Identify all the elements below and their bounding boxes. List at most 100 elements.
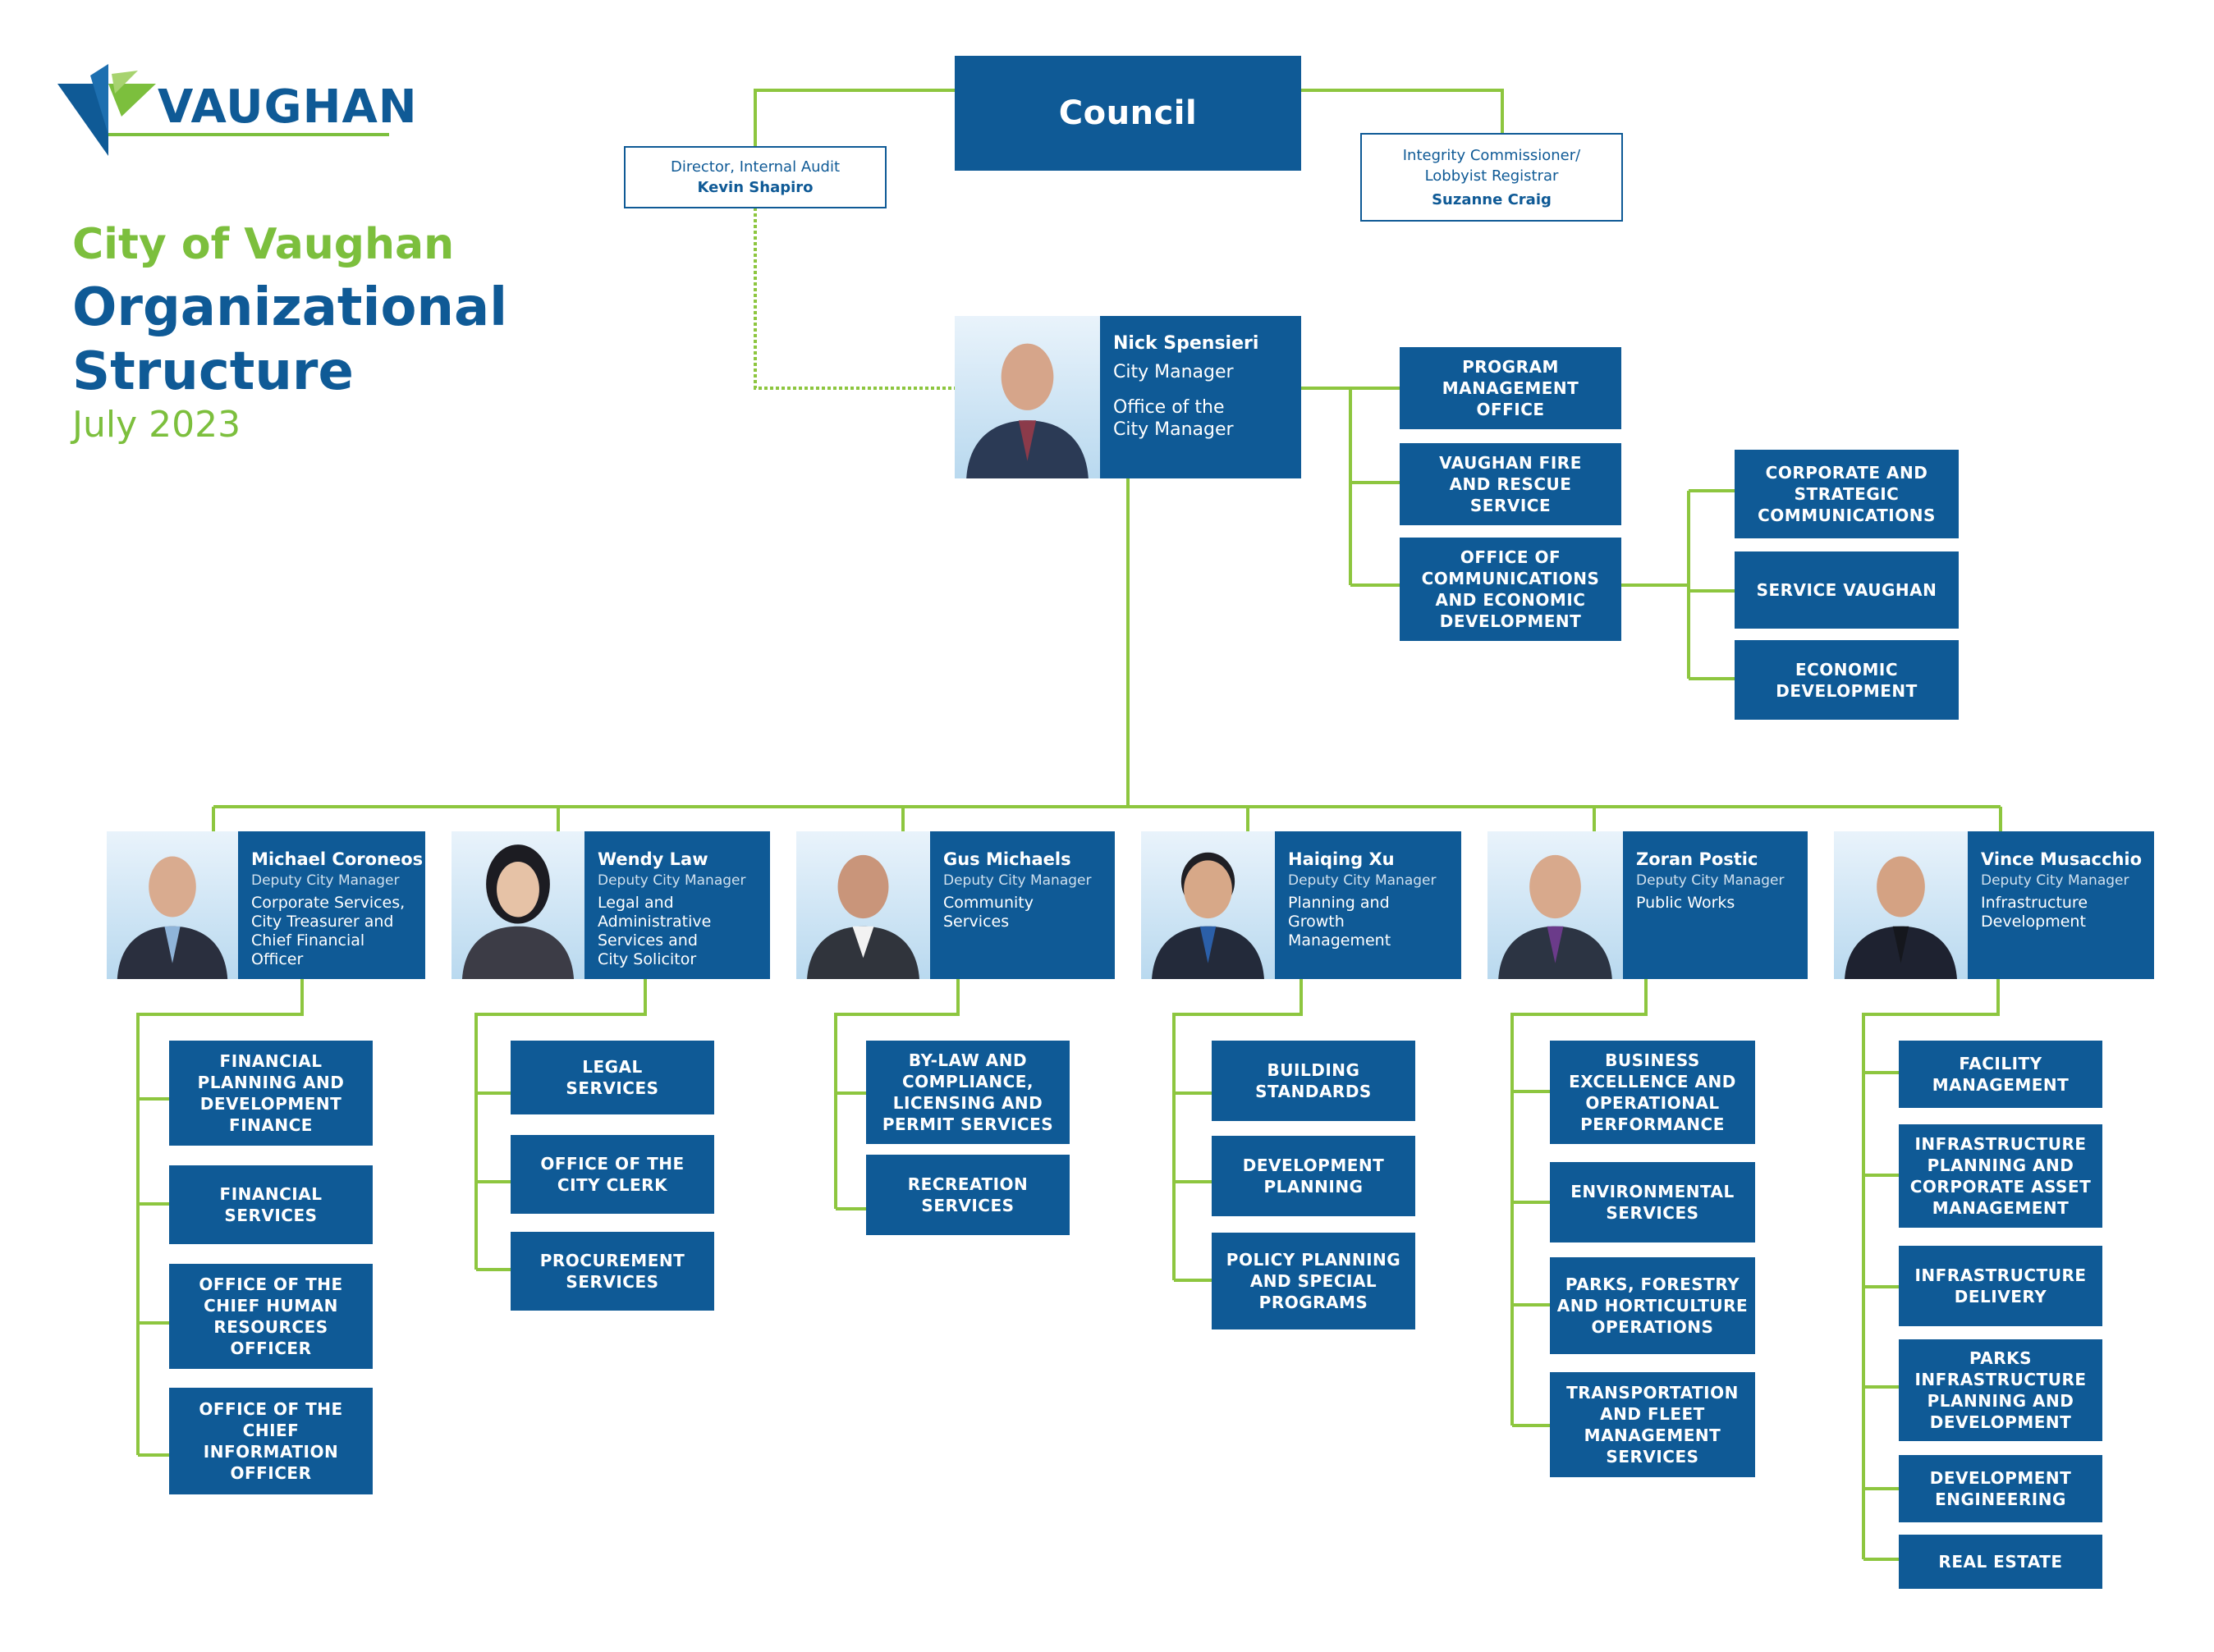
unit-label: PARKS INFRASTRUCTURE PLANNING AND DEVELO… <box>1914 1348 2087 1432</box>
deputy-card-musacchio: Vince Musacchio Deputy City Manager Infr… <box>1834 831 2154 979</box>
environmental-services-box: ENVIRONMENTAL SERVICES <box>1550 1162 1755 1242</box>
business-excellence-box: BUSINESS EXCELLENCE AND OPERATIONAL PERF… <box>1550 1041 1755 1144</box>
deputy-role: Deputy City Manager <box>1981 872 2129 889</box>
person-photo-icon <box>807 854 919 979</box>
unit-label: FACILITY MANAGEMENT <box>1932 1054 2070 1095</box>
city-manager-name: Nick Spensieri <box>1113 333 1259 354</box>
comms-unit-label: SERVICE VAUGHAN <box>1756 580 1937 600</box>
legal-services-box: LEGAL SERVICES <box>511 1041 714 1114</box>
communications-economic-dev-box: OFFICE OF COMMUNICATIONS AND ECONOMIC DE… <box>1400 538 1621 641</box>
infrastructure-delivery-box: INFRASTRUCTURE DELIVERY <box>1899 1246 2102 1326</box>
deputy-portfolio: Planning and Growth Management <box>1288 894 1391 950</box>
chief-hr-office-box: OFFICE OF THE CHIEF HUMAN RESOURCES OFFI… <box>169 1264 373 1369</box>
logo-wordmark: VAUGHAN <box>158 80 418 134</box>
recreation-services-box: RECREATION SERVICES <box>866 1155 1070 1235</box>
city-manager-office: Office of the City Manager <box>1113 397 1234 440</box>
cm-unit-label: PROGRAM MANAGEMENT OFFICE <box>1442 357 1579 419</box>
deputy-photo <box>1487 831 1623 979</box>
service-vaughan-box: SERVICE VAUGHAN <box>1735 551 1959 629</box>
fire-rescue-box: VAUGHAN FIRE AND RESCUE SERVICE <box>1400 443 1621 525</box>
deputy-portfolio: Infrastructure Development <box>1981 894 2088 931</box>
deputy-card-michaels: Gus Michaels Deputy City Manager Communi… <box>796 831 1115 979</box>
unit-label: ENVIRONMENTAL SERVICES <box>1570 1182 1735 1223</box>
deputy-photo <box>796 831 930 979</box>
person-photo-icon <box>117 856 228 979</box>
deputy-role: Deputy City Manager <box>251 872 400 889</box>
program-management-office-box: PROGRAM MANAGEMENT OFFICE <box>1400 347 1621 429</box>
unit-label: BY-LAW AND COMPLIANCE, LICENSING AND PER… <box>882 1050 1054 1134</box>
infrastructure-planning-box: INFRASTRUCTURE PLANNING AND CORPORATE AS… <box>1899 1124 2102 1228</box>
financial-services-box: FINANCIAL SERVICES <box>169 1165 373 1244</box>
vaughan-logo-icon <box>57 64 389 156</box>
parks-infrastructure-box: PARKS INFRASTRUCTURE PLANNING AND DEVELO… <box>1899 1339 2102 1441</box>
bylaw-compliance-box: BY-LAW AND COMPLIANCE, LICENSING AND PER… <box>866 1041 1070 1144</box>
unit-label: BUSINESS EXCELLENCE AND OPERATIONAL PERF… <box>1569 1050 1736 1134</box>
development-engineering-box: DEVELOPMENT ENGINEERING <box>1899 1455 2102 1522</box>
unit-label: OFFICE OF THE CITY CLERK <box>540 1154 685 1195</box>
deputy-card-law: Wendy Law Deputy City Manager Legal and … <box>452 831 770 979</box>
unit-label: LEGAL SERVICES <box>566 1057 659 1098</box>
deputy-role: Deputy City Manager <box>1288 872 1437 889</box>
integrity-role: Integrity Commissioner/ Lobbyist Registr… <box>1402 146 1581 185</box>
financial-planning-box: FINANCIAL PLANNING AND DEVELOPMENT FINAN… <box>169 1041 373 1146</box>
deputy-portfolio: Public Works <box>1636 894 1735 912</box>
corporate-strategic-comms-box: CORPORATE AND STRATEGIC COMMUNICATIONS <box>1735 450 1959 538</box>
deputy-role: Deputy City Manager <box>598 872 746 889</box>
deputy-portfolio: Legal and Administrative Services and Ci… <box>598 894 712 968</box>
policy-planning-box: POLICY PLANNING AND SPECIAL PROGRAMS <box>1212 1233 1415 1329</box>
person-photo-icon <box>966 343 1089 478</box>
comms-unit-label: ECONOMIC DEVELOPMENT <box>1776 659 1918 701</box>
person-photo-icon <box>1498 854 1612 979</box>
deputy-photo <box>1834 831 1968 979</box>
city-manager-card: Nick Spensieri City Manager Office of th… <box>955 316 1301 478</box>
person-photo-icon <box>1845 856 1957 979</box>
unit-label: POLICY PLANNING AND SPECIAL PROGRAMS <box>1226 1250 1401 1312</box>
facility-management-box: FACILITY MANAGEMENT <box>1899 1041 2102 1108</box>
chief-info-office-box: OFFICE OF THE CHIEF INFORMATION OFFICER <box>169 1388 373 1494</box>
deputy-card-xu: Haiqing Xu Deputy City Manager Planning … <box>1141 831 1461 979</box>
unit-label: DEVELOPMENT PLANNING <box>1242 1155 1385 1197</box>
unit-label: REAL ESTATE <box>1938 1552 2063 1572</box>
deputy-photo <box>107 831 238 979</box>
deputy-role: Deputy City Manager <box>1636 872 1785 889</box>
deputy-card-coroneos: Michael Coroneos Deputy City Manager Cor… <box>107 831 425 979</box>
transportation-fleet-box: TRANSPORTATION AND FLEET MANAGEMENT SERV… <box>1550 1372 1755 1477</box>
unit-label: INFRASTRUCTURE DELIVERY <box>1914 1265 2087 1306</box>
deputy-card-postic: Zoran Postic Deputy City Manager Public … <box>1487 831 1808 979</box>
deputy-name: Vince Musacchio <box>1981 849 2143 869</box>
council-box: Council <box>955 56 1301 171</box>
title-date: July 2023 <box>72 404 241 446</box>
deputy-portfolio: Corporate Services, City Treasurer and C… <box>251 894 406 968</box>
title-city: City of Vaughan <box>72 220 455 269</box>
unit-label: FINANCIAL PLANNING AND DEVELOPMENT FINAN… <box>197 1051 345 1135</box>
deputy-name: Gus Michaels <box>943 849 1071 869</box>
cm-unit-label: OFFICE OF COMMUNICATIONS AND ECONOMIC DE… <box>1421 547 1600 631</box>
unit-label: FINANCIAL SERVICES <box>219 1184 323 1225</box>
unit-label: OFFICE OF THE CHIEF INFORMATION OFFICER <box>199 1399 343 1483</box>
title-line-2: Structure <box>72 341 354 402</box>
unit-label: OFFICE OF THE CHIEF HUMAN RESOURCES OFFI… <box>199 1274 343 1358</box>
unit-label: RECREATION SERVICES <box>907 1174 1029 1215</box>
building-standards-box: BUILDING STANDARDS <box>1212 1041 1415 1121</box>
unit-label: INFRASTRUCTURE PLANNING AND CORPORATE AS… <box>1909 1134 2092 1218</box>
economic-development-box: ECONOMIC DEVELOPMENT <box>1735 640 1959 720</box>
title-line-1: Organizational <box>72 277 508 338</box>
cm-unit-label: VAUGHAN FIRE AND RESCUE SERVICE <box>1439 453 1582 515</box>
unit-label: PARKS, FORESTRY AND HORTICULTURE OPERATI… <box>1556 1274 1749 1337</box>
council-label: Council <box>1058 94 1198 132</box>
deputy-name: Haiqing Xu <box>1288 849 1395 869</box>
parks-forestry-box: PARKS, FORESTRY AND HORTICULTURE OPERATI… <box>1550 1257 1755 1354</box>
deputy-name: Wendy Law <box>598 849 708 869</box>
unit-label: DEVELOPMENT ENGINEERING <box>1929 1468 2072 1509</box>
procurement-services-box: PROCUREMENT SERVICES <box>511 1232 714 1311</box>
person-photo-icon <box>1152 852 1264 979</box>
deputy-photo <box>452 831 584 979</box>
unit-label: TRANSPORTATION AND FLEET MANAGEMENT SERV… <box>1566 1383 1739 1467</box>
internal-audit-box: Director, Internal Audit Kevin Shapiro <box>624 146 887 208</box>
unit-label: PROCUREMENT SERVICES <box>539 1251 685 1292</box>
integrity-name: Suzanne Craig <box>1432 190 1552 208</box>
city-clerk-box: OFFICE OF THE CITY CLERK <box>511 1135 714 1214</box>
internal-audit-role: Director, Internal Audit <box>670 158 841 176</box>
city-manager-photo <box>955 316 1100 478</box>
